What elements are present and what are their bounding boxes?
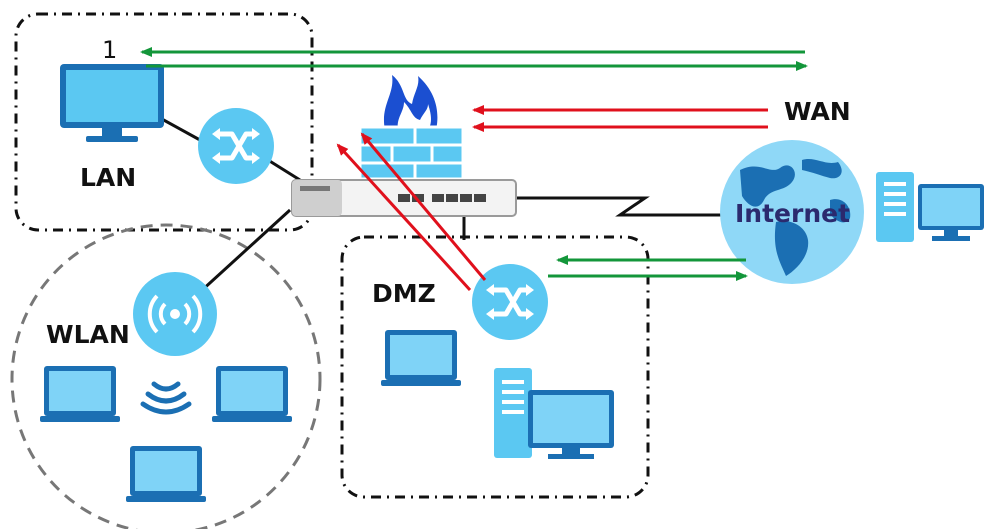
dmz-switch-icon (472, 264, 548, 340)
wlan-laptop-bottom-icon (126, 446, 206, 502)
access-point-icon (133, 272, 217, 356)
dmz-label: DMZ (372, 279, 436, 308)
marker-number: 1 (102, 36, 117, 64)
dmz-blocked-arrow-1 (336, 143, 472, 292)
wan-label: WAN (784, 97, 851, 126)
internet-globe-icon (720, 140, 864, 284)
dmz-zone (340, 235, 650, 499)
lan-monitor-icon (60, 64, 164, 142)
dmz-blocked-arrow-2 (360, 132, 487, 281)
dmz-server-icon (494, 368, 614, 459)
dmz-laptop-icon (381, 330, 461, 386)
wlan-zone (10, 223, 322, 529)
internet-server-icon (876, 172, 984, 242)
blocked-traffic-arrows (336, 105, 768, 292)
internet-label: Internet (735, 199, 850, 228)
lan-zone (14, 12, 314, 232)
lan-label: LAN (80, 163, 136, 192)
allowed-traffic-arrows (140, 47, 808, 281)
lan-switch-icon (198, 108, 274, 184)
wlan-laptop-right-icon (212, 366, 292, 422)
wifi-signal-icon (140, 381, 192, 415)
wlan-label: WLAN (46, 320, 130, 349)
firewall-icon (358, 75, 465, 181)
wlan-laptop-left-icon (40, 366, 120, 422)
